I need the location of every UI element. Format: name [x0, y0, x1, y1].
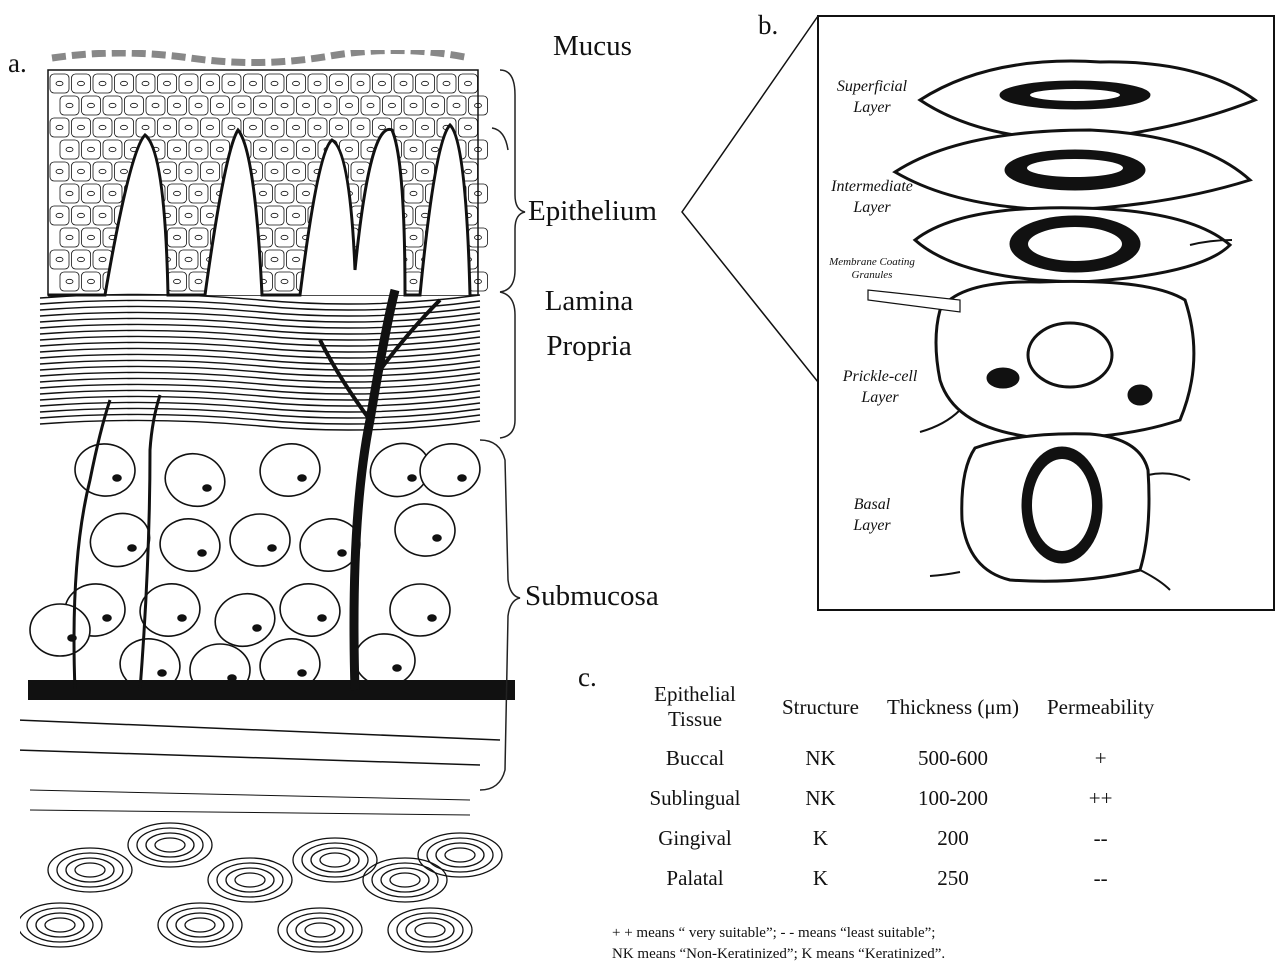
cell-tissue: Buccal [622, 738, 768, 778]
cell-structure: K [768, 818, 873, 858]
prickle-cell-layer-label: Prickle-cell Layer [826, 366, 934, 408]
membrane-granules-line2: Granules [818, 269, 926, 282]
cell-permeability: -- [1033, 818, 1168, 858]
brace-lamina-propria [492, 128, 515, 438]
intermediate-layer-label: Intermediate Layer [818, 176, 926, 218]
table-row: Palatal K 250 -- [622, 858, 1168, 898]
epithelial-layers-drawing [895, 61, 1255, 590]
table-row: Gingival K 200 -- [622, 818, 1168, 858]
superficial-layer-line2: Layer [818, 97, 926, 118]
footnote-line1: + + means “ very suitable”; - - means “l… [612, 925, 935, 942]
header-thickness: Thickness (μm) [873, 676, 1033, 738]
connective-papillae [48, 125, 470, 295]
mucus-label: Mucus [553, 30, 632, 63]
superficial-layer-line1: Superficial [818, 76, 926, 97]
cell-tissue: Gingival [622, 818, 768, 858]
brace-epithelium [500, 70, 525, 292]
header-structure: Structure [768, 676, 873, 738]
submucosa-cells [30, 435, 484, 696]
lamina-propria-label-line1: Lamina [534, 285, 644, 318]
tissue-drawing [18, 50, 515, 952]
table-row: Buccal NK 500-600 + [622, 738, 1168, 778]
intermediate-layer-line1: Intermediate [818, 176, 926, 197]
zoom-lines [682, 16, 818, 382]
tissue-table: Epithelial Tissue Structure Thickness (μ… [622, 676, 1168, 898]
epithelium-label: Epithelium [528, 195, 657, 228]
cell-thickness: 250 [873, 858, 1033, 898]
panel-c-label: c. [578, 662, 597, 693]
submucosa-label: Submucosa [525, 580, 659, 613]
table-row: Sublingual NK 100-200 ++ [622, 778, 1168, 818]
lamina-propria-label-line2: Propria [534, 330, 644, 363]
brace-submucosa [480, 440, 520, 790]
muscle-bundles [18, 823, 502, 952]
cell-permeability: ++ [1033, 778, 1168, 818]
cell-thickness: 200 [873, 818, 1033, 858]
cell-permeability: + [1033, 738, 1168, 778]
cell-tissue: Sublingual [622, 778, 768, 818]
header-epithelial-tissue: Epithelial Tissue [622, 676, 768, 738]
granules-pointer [868, 290, 960, 312]
prickle-cell-layer-line2: Layer [826, 387, 934, 408]
cell-thickness: 500-600 [873, 738, 1033, 778]
table-header-row: Epithelial Tissue Structure Thickness (μ… [622, 676, 1168, 738]
cell-structure: K [768, 858, 873, 898]
superficial-layer-label: Superficial Layer [818, 76, 926, 118]
panel-b-label: b. [758, 10, 778, 41]
cell-permeability: -- [1033, 858, 1168, 898]
header-permeability: Permeability [1033, 676, 1168, 738]
footnote-line2: NK means “Non-Keratinized”; K means “Ker… [612, 946, 945, 963]
prickle-cell-layer-line1: Prickle-cell [826, 366, 934, 387]
basal-layer-label: Basal Layer [818, 494, 926, 536]
intermediate-layer-line2: Layer [818, 197, 926, 218]
basal-layer-line1: Basal [818, 494, 926, 515]
cell-structure: NK [768, 778, 873, 818]
basal-layer-line2: Layer [818, 515, 926, 536]
cell-structure: NK [768, 738, 873, 778]
panel-a-label: a. [8, 48, 27, 79]
cell-thickness: 100-200 [873, 778, 1033, 818]
cell-tissue: Palatal [622, 858, 768, 898]
membrane-granules-line1: Membrane Coating [818, 256, 926, 269]
mucus-layer [52, 50, 470, 62]
membrane-granules-label: Membrane Coating Granules [818, 256, 926, 282]
